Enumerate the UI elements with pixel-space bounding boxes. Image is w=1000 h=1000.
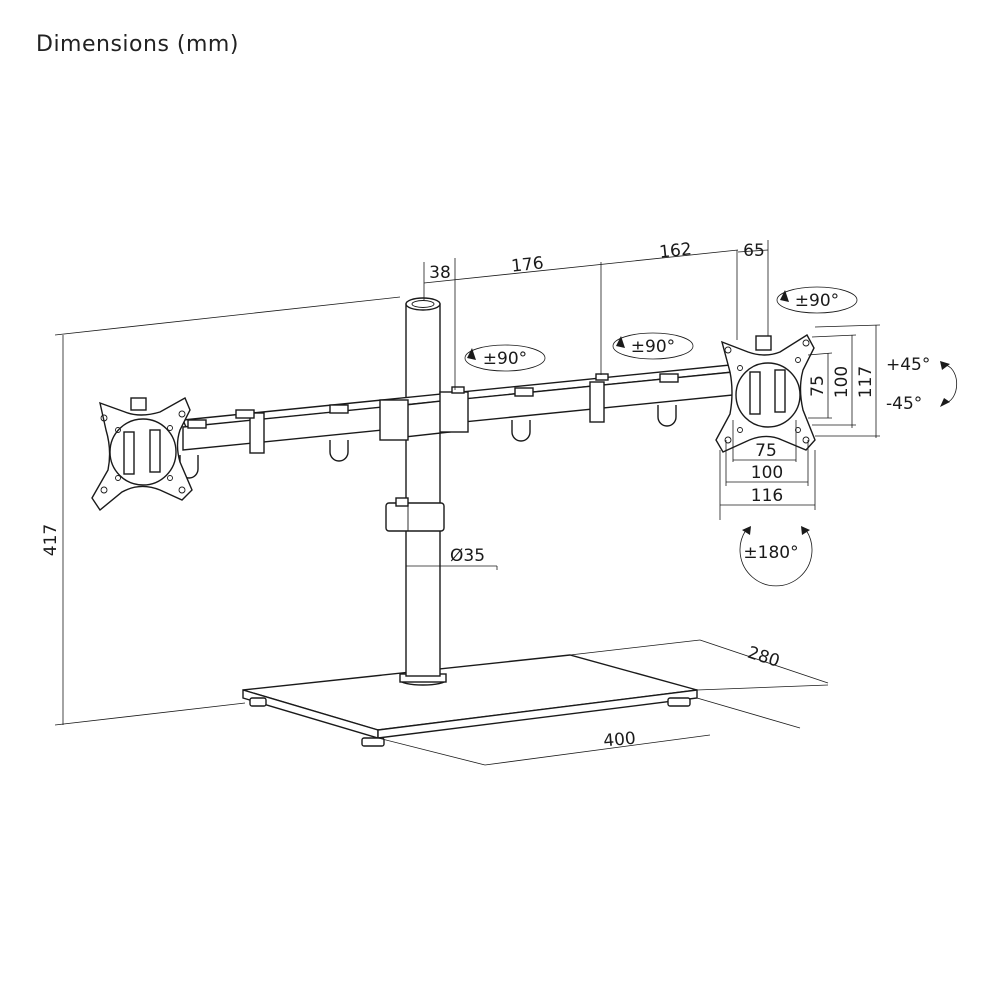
arm-offset-label: 38 <box>429 263 451 283</box>
base-width-label: 400 <box>603 729 637 752</box>
pole-diameter-label: Ø35 <box>450 546 485 566</box>
rotation-arrows <box>464 286 958 587</box>
dimension-lines <box>54 240 881 766</box>
base-depth-label: 280 <box>745 643 782 672</box>
pole <box>385 297 447 686</box>
arm-joint-2-rotation-label: ±90° <box>631 337 675 357</box>
page-title: Dimensions (mm) <box>36 32 239 57</box>
vesa-large-v-label: 117 <box>856 366 876 398</box>
tilt-up-label: +45° <box>886 355 930 375</box>
vesa-small-h-label: 75 <box>755 441 777 461</box>
vesa-plate-left <box>91 397 193 512</box>
head-swivel-rotation-label: ±90° <box>795 291 839 311</box>
vesa-small-v-label: 75 <box>808 375 828 397</box>
height-label: 417 <box>41 524 61 556</box>
vesa-plate-right <box>715 334 816 453</box>
vesa-large-h-label: 116 <box>751 486 783 506</box>
rotation-label: ±180° <box>743 543 798 563</box>
arm <box>179 364 735 479</box>
arm-segment-2-label: 162 <box>658 239 692 262</box>
tilt-down-label: -45° <box>886 394 922 414</box>
vesa-medium-h-label: 100 <box>751 463 783 483</box>
vesa-offset-label: 65 <box>743 241 765 261</box>
vesa-medium-v-label: 100 <box>832 366 852 398</box>
arm-segment-1-label: 176 <box>510 253 544 276</box>
arm-joint-1-rotation-label: ±90° <box>483 349 527 369</box>
